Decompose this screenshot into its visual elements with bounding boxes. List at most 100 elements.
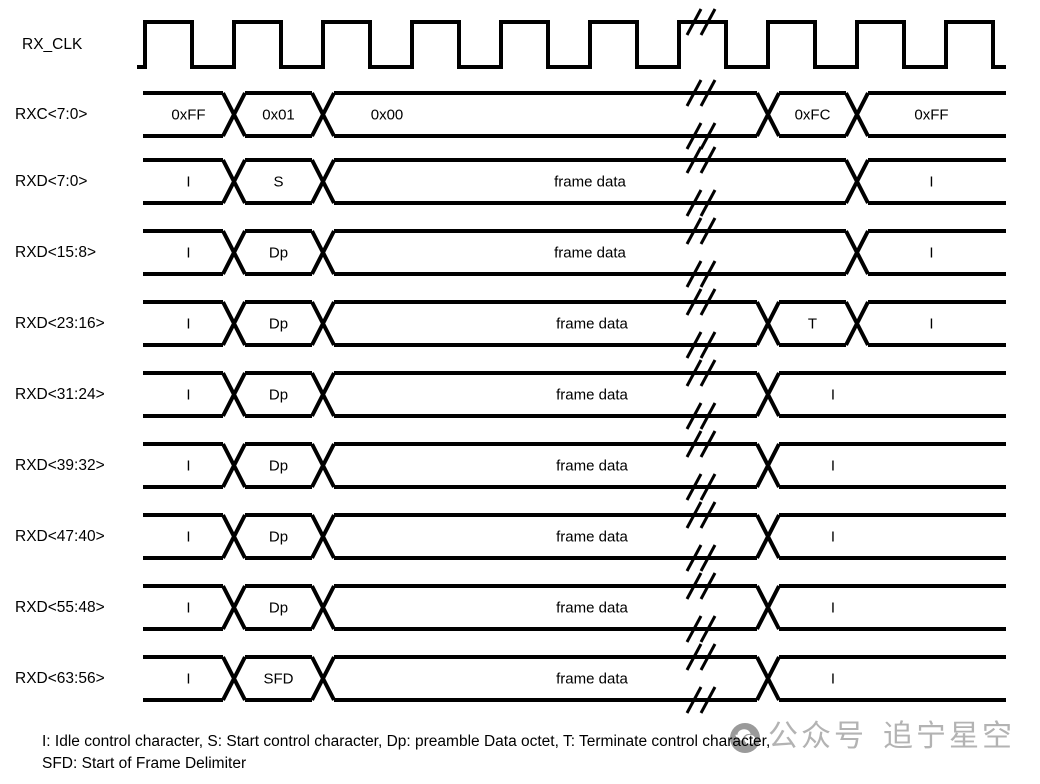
bus-segment-label: frame data — [554, 173, 626, 190]
bus-break-mark — [685, 146, 703, 174]
bus-segment-label: I — [929, 173, 934, 190]
bus-break-mark — [699, 217, 717, 245]
bus-waveform — [143, 655, 1006, 702]
bus-segment-label: I — [186, 244, 191, 261]
legend-line-2: SFD: Start of Frame Delimiter — [42, 754, 247, 772]
bus-break-mark — [699, 643, 717, 671]
bus-segment-label: frame data — [556, 457, 628, 474]
bus-segment-label: I — [830, 599, 836, 616]
bus-segment-label: Dp — [268, 457, 289, 474]
bus-segment-label: 0x00 — [370, 106, 404, 123]
bus-segment-label: 0x01 — [262, 106, 295, 123]
bus-waveform — [143, 158, 1006, 205]
bus-segment-label: T — [807, 315, 818, 332]
bus-break-mark — [699, 288, 717, 316]
bus-segment-label: I — [830, 670, 836, 687]
bus-break-mark — [699, 122, 717, 150]
bus-break-mark — [699, 686, 717, 714]
watermark: 公众号 追宁星空 — [728, 719, 1015, 755]
signal-name: RXD<31:24> — [15, 385, 105, 403]
bus-break-mark — [685, 544, 703, 572]
bus-segment-label: I — [186, 386, 191, 403]
bus-break-mark — [699, 189, 717, 217]
bus-segment-label: I — [186, 528, 191, 545]
bus-segment-label: 0xFF — [171, 106, 206, 123]
bus-break-mark — [685, 189, 703, 217]
clock-waveform — [137, 20, 1006, 69]
clock-break-mark — [699, 8, 717, 36]
bus-waveform — [143, 442, 1006, 489]
bus-segment-label: 0xFF — [914, 106, 949, 123]
bus-break-mark — [699, 359, 717, 387]
bus-break-mark — [699, 615, 717, 643]
bus-waveform — [143, 584, 1006, 631]
bus-break-mark — [699, 572, 717, 600]
bus-break-mark — [699, 473, 717, 501]
signal-name: RXD<55:48> — [15, 598, 105, 616]
signal-name: RXD<7:0> — [15, 172, 88, 190]
bus-segment-label: I — [929, 244, 934, 261]
bus-break-mark — [685, 402, 703, 430]
legend-caption: I: Idle control character, S: Start cont… — [42, 731, 770, 774]
bus-segment-label: I — [186, 173, 191, 190]
bus-segment-label: I — [929, 315, 934, 332]
watermark-prefix: 公众号 — [768, 720, 867, 753]
bus-break-mark — [685, 217, 703, 245]
signal-name: RXD<47:40> — [15, 527, 105, 545]
bus-segment-label: frame data — [556, 386, 628, 403]
bus-segment-label: I — [830, 457, 836, 474]
bus-segment-label: S — [273, 173, 284, 190]
signal-name: RXD<23:16> — [15, 314, 105, 332]
bus-segment-label: SFD — [263, 670, 294, 687]
legend-line-1: I: Idle control character, S: Start cont… — [42, 733, 771, 750]
bus-segment-label: Dp — [268, 315, 289, 332]
bus-break-mark — [685, 572, 703, 600]
bus-break-mark — [685, 122, 703, 150]
bus-break-mark — [699, 402, 717, 430]
bus-segment-label: Dp — [268, 386, 289, 403]
bus-break-mark — [699, 501, 717, 529]
wechat-icon — [730, 723, 760, 753]
bus-break-mark — [685, 288, 703, 316]
bus-break-mark — [699, 430, 717, 458]
bus-break-mark — [699, 79, 717, 107]
bus-break-mark — [699, 544, 717, 572]
bus-break-mark — [685, 430, 703, 458]
bus-segment-label: Dp — [268, 528, 289, 545]
bus-break-mark — [699, 260, 717, 288]
watermark-name: 追宁星空 — [883, 720, 1015, 753]
bus-break-mark — [685, 473, 703, 501]
signal-name: RXC<7:0> — [15, 105, 88, 123]
bus-break-mark — [699, 146, 717, 174]
bus-break-mark — [685, 331, 703, 359]
bus-segment-label: frame data — [556, 528, 628, 545]
bus-break-mark — [699, 331, 717, 359]
bus-waveform — [143, 229, 1006, 276]
bus-segment-label: frame data — [556, 315, 628, 332]
bus-break-mark — [685, 260, 703, 288]
signal-name: RXD<15:8> — [15, 243, 96, 261]
bus-waveform — [143, 300, 1006, 347]
bus-break-mark — [685, 79, 703, 107]
clock-break-mark — [685, 8, 703, 36]
bus-segment-label: I — [186, 670, 191, 687]
signal-name: RXD<63:56> — [15, 669, 105, 687]
bus-segment-label: frame data — [554, 244, 626, 261]
bus-segment-label: I — [186, 457, 191, 474]
bus-segment-label: I — [186, 599, 191, 616]
bus-segment-label: Dp — [268, 599, 289, 616]
bus-break-mark — [685, 643, 703, 671]
bus-segment-label: 0xFC — [794, 106, 831, 123]
bus-segment-label: I — [186, 315, 191, 332]
bus-waveform — [143, 513, 1006, 560]
bus-segment-label: I — [830, 528, 836, 545]
bus-segment-label: Dp — [268, 244, 289, 261]
signal-name: RX_CLK — [22, 35, 83, 53]
bus-segment-label: frame data — [556, 670, 628, 687]
signal-name: RXD<39:32> — [15, 456, 105, 474]
bus-break-mark — [685, 615, 703, 643]
bus-segment-label: I — [830, 386, 836, 403]
bus-waveform — [143, 91, 1006, 138]
